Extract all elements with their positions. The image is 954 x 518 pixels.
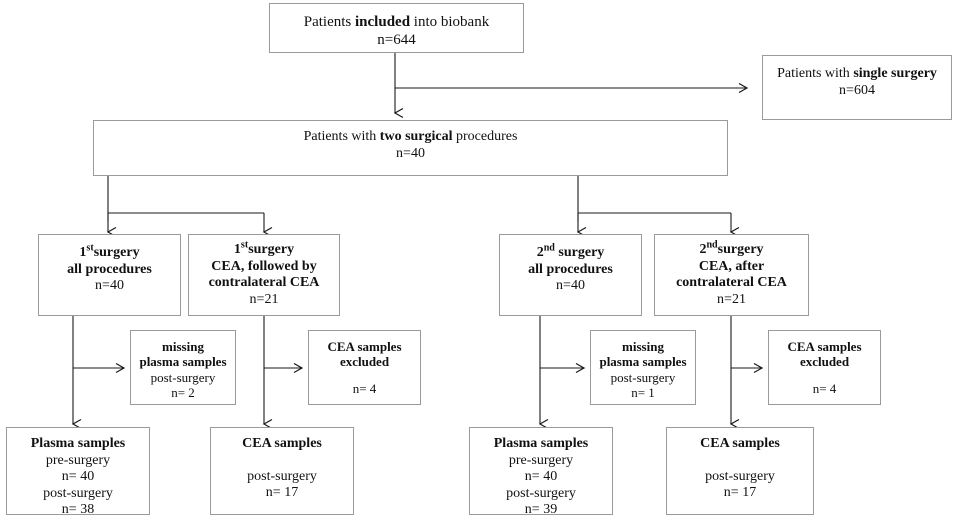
plasma-samples-2-line4: post-surgery [506, 485, 576, 501]
missing-plasma-1-count: n= 2 [171, 384, 195, 400]
node-surgery1-all-procedures: 1stsurgery all procedures n=40 [38, 234, 181, 316]
node-patients-single-surgery: Patients with single surgery n=604 [762, 55, 952, 120]
cea-samples-2-title: CEA samples [700, 436, 780, 451]
missing-plasma-2-line1: missing [622, 339, 664, 354]
node-plasma-samples-1: Plasma samples pre-surgery n= 40 post-su… [6, 427, 150, 515]
biobank-count: n=644 [377, 31, 416, 48]
node-patients-two-procedures: Patients with two surgical procedures n=… [93, 120, 728, 176]
plasma-samples-2-count2: n= 39 [524, 502, 558, 515]
missing-plasma-2-line2: plasma samples [599, 354, 687, 370]
surgery2-all-ordinal: 2nd surgery [536, 242, 605, 260]
node-missing-plasma-2: missing plasma samples post-surgery n= 1 [590, 330, 696, 405]
surgery1-cea-ordinal: 1stsurgery [233, 239, 295, 257]
missing-plasma-1-line1: missing [162, 339, 204, 354]
node-cea-excluded-2: CEA samples excluded n= 4 [768, 330, 881, 405]
missing-plasma-1-line3: post-surgery [150, 369, 216, 385]
cea-samples-2-line2: post-surgery [705, 468, 775, 484]
missing-plasma-1-line2: plasma samples [139, 354, 227, 370]
node-cea-samples-2: CEA samples post-surgery n= 17 [666, 427, 814, 515]
plasma-samples-2-title: Plasma samples [493, 436, 589, 451]
plasma-samples-2-count1: n= 40 [524, 469, 558, 485]
surgery2-cea-line3: contralateral CEA [676, 275, 787, 291]
cea-excluded-2-line2: excluded [799, 354, 850, 370]
surgery2-all-count: n=40 [556, 278, 585, 294]
cea-samples-2-count: n= 17 [723, 485, 757, 501]
node-missing-plasma-1: missing plasma samples post-surgery n= 2 [130, 330, 236, 405]
plasma-samples-2-line2: pre-surgery [508, 452, 574, 468]
plasma-samples-1-count2: n= 38 [61, 502, 95, 515]
surgery1-all-ordinal: 1stsurgery [79, 242, 140, 260]
plasma-samples-1-line2: pre-surgery [45, 452, 111, 468]
plasma-samples-1-line4: post-surgery [43, 485, 113, 501]
two-procedures-title: Patients with two surgical procedures [303, 129, 518, 144]
cea-samples-1-count: n= 17 [265, 485, 299, 501]
cea-excluded-1-count: n= 4 [352, 380, 377, 396]
node-patients-included-biobank: Patients included into biobank n=644 [269, 3, 524, 53]
node-cea-samples-1: CEA samples post-surgery n= 17 [210, 427, 354, 515]
surgery1-cea-count: n=21 [249, 291, 279, 307]
surgery1-all-count: n=40 [95, 278, 124, 294]
cea-excluded-1-line1: CEA samples [327, 339, 402, 354]
surgery1-cea-line3: contralateral CEA [208, 275, 320, 291]
cea-excluded-2-count: n= 4 [812, 380, 837, 396]
cea-samples-1-line2: post-surgery [247, 468, 317, 484]
node-cea-excluded-1: CEA samples excluded n= 4 [308, 330, 421, 405]
missing-plasma-2-line3: post-surgery [610, 369, 676, 385]
biobank-title: Patients included into biobank [303, 14, 490, 30]
surgery2-cea-count: n=21 [717, 291, 746, 307]
surgery1-cea-line2: CEA, followed by [211, 258, 317, 274]
surgery1-all-line2: all procedures [67, 261, 152, 277]
missing-plasma-2-count: n= 1 [631, 384, 655, 400]
cea-samples-1-title: CEA samples [242, 436, 322, 451]
single-surgery-count: n=604 [839, 82, 875, 98]
surgery2-cea-line2: CEA, after [698, 258, 765, 274]
node-surgery2-all-procedures: 2nd surgery all procedures n=40 [499, 234, 642, 316]
node-plasma-samples-2: Plasma samples pre-surgery n= 40 post-su… [469, 427, 613, 515]
cea-excluded-2-line1: CEA samples [787, 339, 862, 354]
plasma-samples-1-count1: n= 40 [61, 469, 95, 485]
surgery2-cea-ordinal: 2ndsurgery [699, 239, 764, 257]
surgery2-all-line2: all procedures [528, 261, 613, 277]
single-surgery-title: Patients with single surgery [777, 66, 937, 81]
node-surgery2-cea: 2ndsurgery CEA, after contralateral CEA … [654, 234, 809, 316]
plasma-samples-1-title: Plasma samples [30, 436, 126, 451]
node-surgery1-cea: 1stsurgery CEA, followed by contralatera… [188, 234, 340, 316]
cea-excluded-1-line2: excluded [339, 354, 390, 370]
two-procedures-count: n=40 [396, 145, 425, 161]
